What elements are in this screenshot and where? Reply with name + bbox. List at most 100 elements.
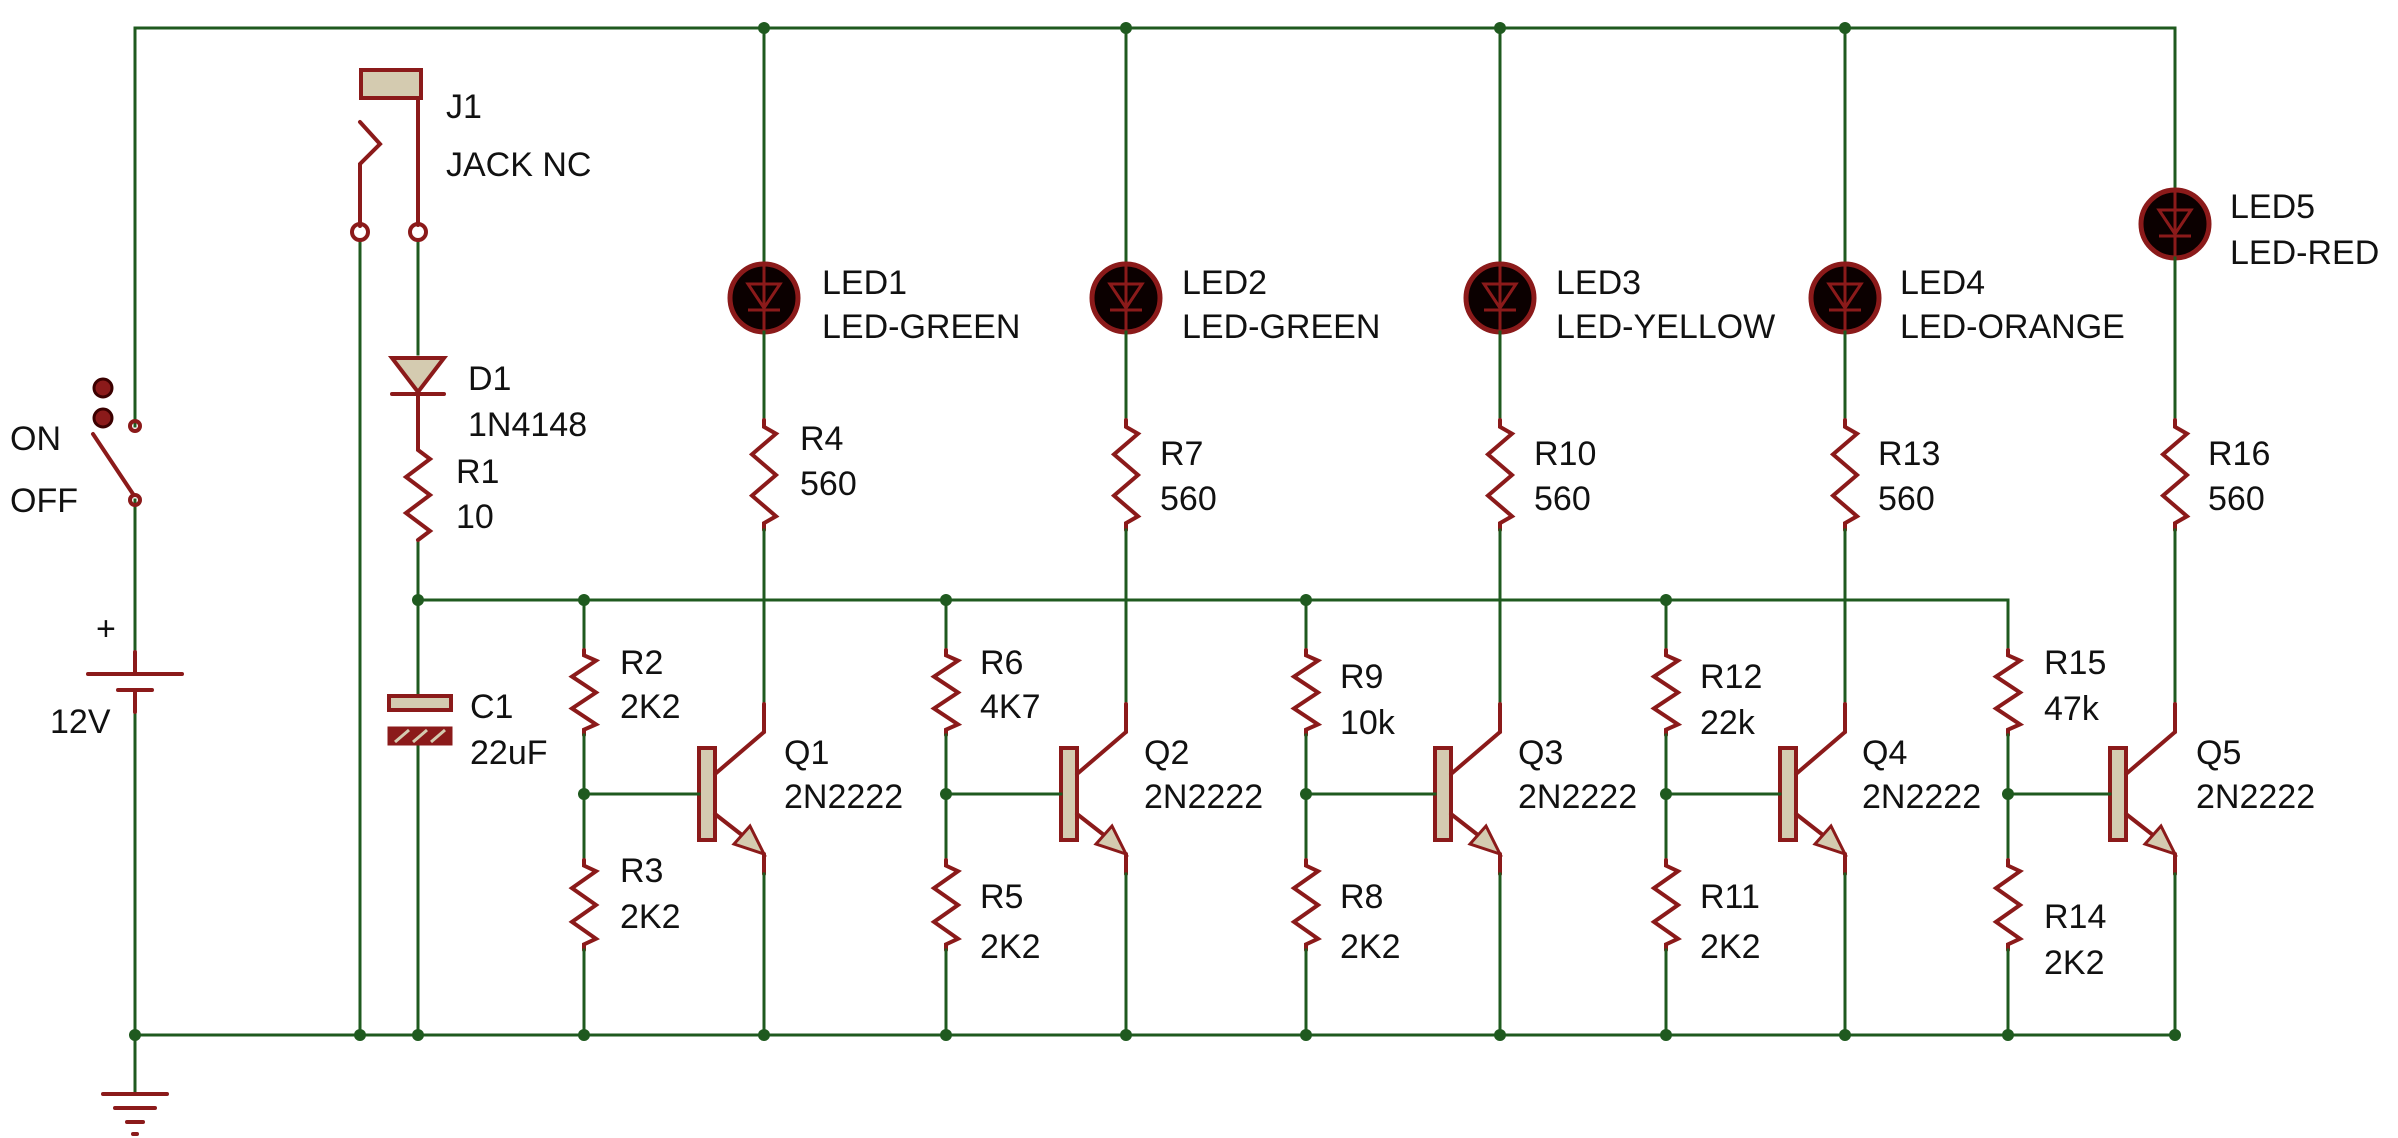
capacitor-c1-positive-plate xyxy=(387,694,453,712)
transistor-q1-symbol xyxy=(697,702,767,876)
transistor-q4-symbol-base-bar xyxy=(1778,746,1798,842)
transistor-q2-symbol-collector xyxy=(1075,730,1128,776)
r9-value-label: 10k xyxy=(1340,704,1396,742)
transistor-q5-symbol-base-bar xyxy=(2108,746,2128,842)
collector-resistor-3-zigzag xyxy=(1484,418,1516,532)
transistor-q4-symbol-collector xyxy=(1794,730,1847,776)
transistor-q5-symbol xyxy=(2108,702,2178,876)
r11-ref-label: R11 xyxy=(1700,878,1760,916)
switch-knob-bottom xyxy=(92,407,114,429)
r13-value-label: 560 xyxy=(1878,480,1935,518)
divider-bottom-resistor-4-zigzag xyxy=(1650,858,1682,952)
stage-2-timing-junction xyxy=(940,594,952,606)
r8-value-label: 2K2 xyxy=(1340,928,1401,966)
resistor-r1-zigzag xyxy=(402,436,434,542)
r3-ref-label: R3 xyxy=(620,852,663,890)
diode-d1-body xyxy=(387,356,449,396)
battery: + 12V xyxy=(50,610,184,741)
jack-terminal-right xyxy=(408,222,428,242)
stage-5-emitter-ground-junction xyxy=(2169,1029,2181,1041)
battery-value-label: 12V xyxy=(50,703,111,741)
power-switch: ON OFF xyxy=(10,377,142,520)
d1-value-label: 1N4148 xyxy=(468,406,587,444)
stage-1-emitter-ground-junction xyxy=(758,1029,770,1041)
stage-3-base-junction xyxy=(1300,788,1312,800)
stage-5-base-junction xyxy=(2002,788,2014,800)
led-1-icon xyxy=(727,261,801,335)
jack-spring-contact xyxy=(358,120,383,228)
capacitor-c1: C1 22uF xyxy=(387,688,548,772)
r5-ref-label: R5 xyxy=(980,878,1023,916)
led3-value-label: LED-YELLOW xyxy=(1556,308,1775,346)
q2-value-label: 2N2222 xyxy=(1144,778,1263,816)
r8-ref-label: R8 xyxy=(1340,878,1383,916)
divider-top-resistor-1-zigzag xyxy=(568,648,601,737)
transistor-q2-symbol xyxy=(1059,702,1129,876)
collector-resistor-4-zigzag xyxy=(1829,418,1861,532)
r15-ref-label: R15 xyxy=(2044,644,2106,682)
switch-contact-on xyxy=(128,419,142,433)
switch-contact-common xyxy=(128,493,142,507)
battery-plus-label: + xyxy=(96,610,116,648)
r13-ref-label: R13 xyxy=(1878,435,1940,473)
resistor-r1: R1 10 xyxy=(402,436,499,542)
jack-body xyxy=(359,68,423,100)
diode-d1: D1 1N4148 xyxy=(387,356,587,444)
stage-1-base-junction xyxy=(578,788,590,800)
r3-value-label: 2K2 xyxy=(620,898,681,936)
stage-5 xyxy=(1992,187,2212,1041)
q1-ref-label: Q1 xyxy=(784,734,829,772)
stage-labels: LED1 LED-GREEN LED2 LED-GREEN LED3 LED-Y… xyxy=(620,188,2379,982)
r5-value-label: 2K2 xyxy=(980,928,1041,966)
switch-lever xyxy=(91,432,135,496)
r11-value-label: 2K2 xyxy=(1700,928,1761,966)
r9-ref-label: R9 xyxy=(1340,658,1383,696)
jack-ground-junction xyxy=(354,1029,366,1041)
switch-knob-top xyxy=(92,377,114,399)
transistor-q3-symbol xyxy=(1433,702,1503,876)
divider-bottom-resistor-2-zigzag xyxy=(930,858,962,952)
r14-ref-label: R14 xyxy=(2044,898,2106,936)
stage-1 xyxy=(568,22,801,1041)
transistor-q5-symbol-emitter-arrow xyxy=(2142,823,2178,857)
stage-3-divider-ground-junction xyxy=(1300,1029,1312,1041)
led2-ref-label: LED2 xyxy=(1182,264,1267,302)
r2-value-label: 2K2 xyxy=(620,688,681,726)
r15-value-label: 47k xyxy=(2044,690,2100,728)
led4-ref-label: LED4 xyxy=(1900,264,1985,302)
transistor-q5-symbol-collector xyxy=(2124,730,2177,776)
stage-3-top-junction xyxy=(1494,22,1506,34)
wires xyxy=(133,26,2177,1094)
stage-4-emitter-ground-junction xyxy=(1839,1029,1851,1041)
r4-value-label: 560 xyxy=(800,465,857,503)
stage-1-divider-ground-junction xyxy=(578,1029,590,1041)
stage-2-base-junction xyxy=(940,788,952,800)
switch-off-label: OFF xyxy=(10,482,78,520)
led-3-icon xyxy=(1463,261,1537,335)
q5-ref-label: Q5 xyxy=(2196,734,2241,772)
stage-3-timing-junction xyxy=(1300,594,1312,606)
stage-5-divider-ground-junction xyxy=(2002,1029,2014,1041)
stage-1-timing-junction xyxy=(578,594,590,606)
c1-value-label: 22uF xyxy=(470,734,548,772)
stage-2-top-junction xyxy=(1120,22,1132,34)
transistor-q2-symbol-base-bar xyxy=(1059,746,1079,842)
switch-on-label: ON xyxy=(10,420,61,458)
j1-ref-label: J1 xyxy=(446,88,482,126)
r16-ref-label: R16 xyxy=(2208,435,2270,473)
transistor-q1-symbol-emitter-arrow xyxy=(731,823,767,857)
ground-icon xyxy=(101,1092,169,1136)
divider-top-resistor-3-zigzag xyxy=(1290,648,1323,737)
led4-value-label: LED-ORANGE xyxy=(1900,308,2125,346)
r14-value-label: 2K2 xyxy=(2044,944,2105,982)
q4-value-label: 2N2222 xyxy=(1862,778,1981,816)
d1-ref-label: D1 xyxy=(468,360,511,398)
r6-ref-label: R6 xyxy=(980,644,1023,682)
q5-value-label: 2N2222 xyxy=(2196,778,2315,816)
q1-value-label: 2N2222 xyxy=(784,778,903,816)
r16-value-label: 560 xyxy=(2208,480,2265,518)
divider-bottom-resistor-5-zigzag xyxy=(1992,858,2024,952)
divider-top-resistor-2-zigzag xyxy=(930,648,963,737)
stage-4-timing-junction xyxy=(1660,594,1672,606)
